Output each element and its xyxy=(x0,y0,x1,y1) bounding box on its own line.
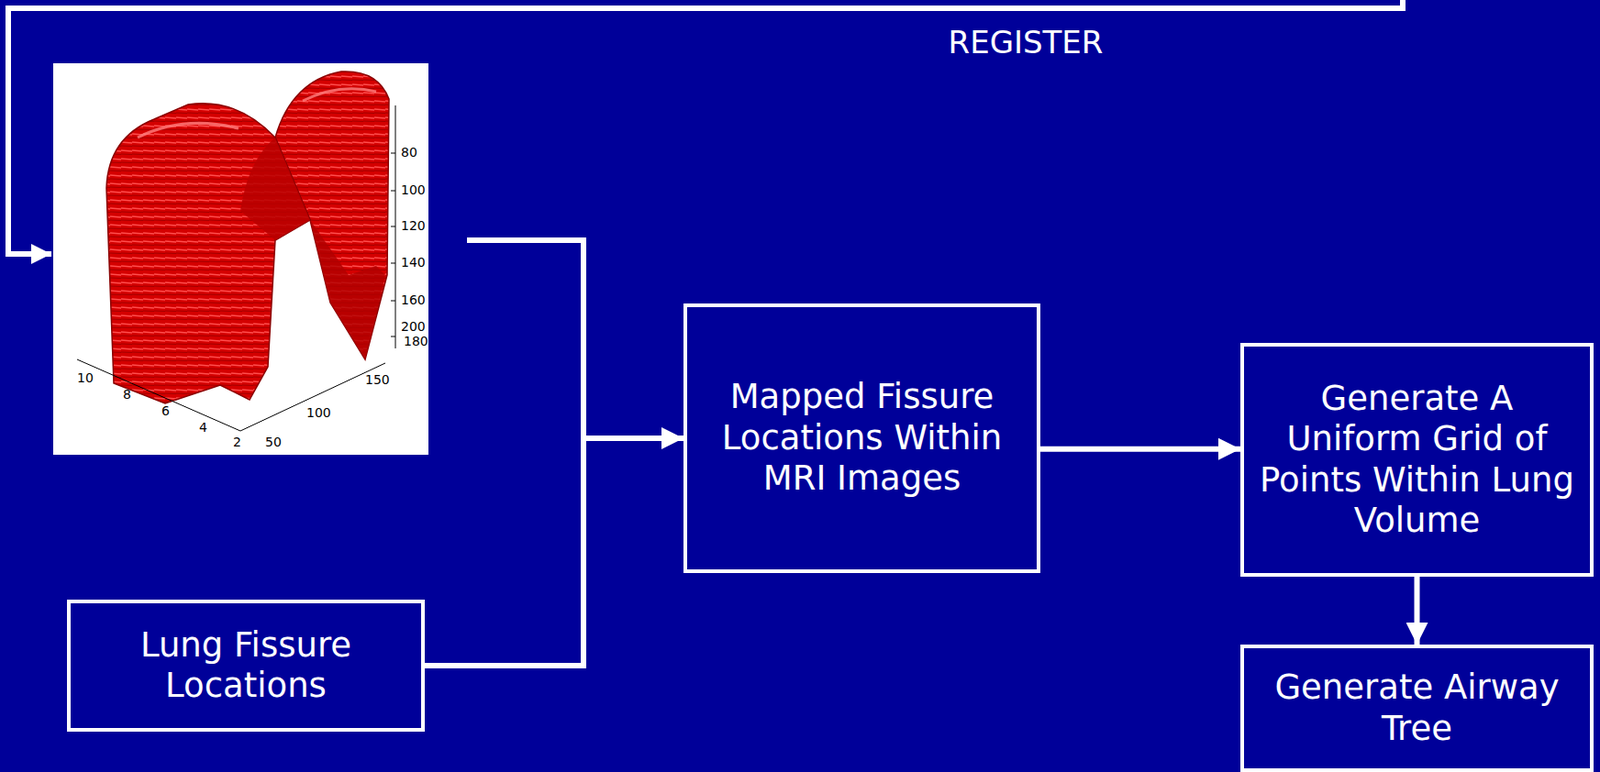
axis-tick-label: 50 xyxy=(265,434,282,450)
axis-tick-label: 160 xyxy=(400,292,426,308)
process-box: Generate Airway Tree xyxy=(1240,644,1594,772)
axis-tick-label: 8 xyxy=(122,387,132,402)
axis-tick-label: 150 xyxy=(365,372,390,388)
axis-tick-label: 200 xyxy=(400,319,426,334)
axis-tick-label: 100 xyxy=(306,405,332,421)
lung-surface xyxy=(106,71,389,404)
plot-panel xyxy=(53,63,429,456)
axis-tick-label: 140 xyxy=(400,255,426,270)
axis-tick-label: 120 xyxy=(400,218,426,234)
axis-tick-label: 4 xyxy=(199,420,208,435)
process-box: Generate A Uniform Grid of Points Within… xyxy=(1240,343,1594,578)
box-text: Lung Fissure Locations xyxy=(81,625,411,708)
plot-axes xyxy=(77,105,396,432)
flow-arrow xyxy=(1040,446,1241,453)
axis-tick-label: 180 xyxy=(403,333,429,349)
axis-tick-label: 80 xyxy=(400,144,418,160)
axis-tick-label: 2 xyxy=(233,434,242,450)
axis-tick-label: 6 xyxy=(161,403,170,419)
axis-tick-label: 100 xyxy=(400,182,426,198)
box-text: Mapped Fissure Locations Within MRI Imag… xyxy=(698,377,1026,500)
flow-arrow xyxy=(1414,577,1421,645)
process-box: Mapped Fissure Locations Within MRI Imag… xyxy=(683,303,1041,574)
input-box: Lung Fissure Locations xyxy=(66,600,425,733)
box-text: Generate A Uniform Grid of Points Within… xyxy=(1255,378,1579,543)
flow-arrow xyxy=(424,438,684,667)
box-text: Generate Airway Tree xyxy=(1255,667,1579,750)
axis-tick-label: 10 xyxy=(77,370,94,386)
step-label: REGISTER xyxy=(948,23,1104,61)
merge-bracket xyxy=(466,240,584,457)
